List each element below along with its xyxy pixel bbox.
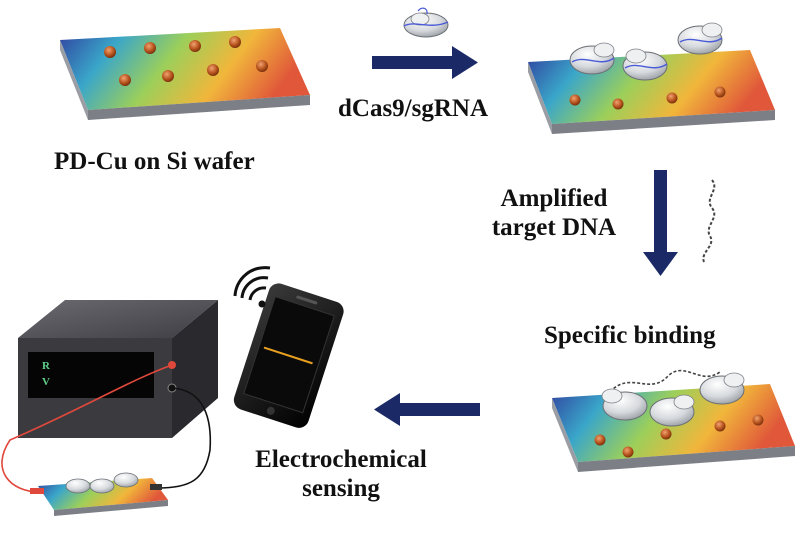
substrate-with-dcas9 bbox=[528, 22, 775, 134]
label-target: Amplified target DNA bbox=[484, 185, 624, 243]
substrate-bare bbox=[60, 28, 310, 120]
arrow-right bbox=[372, 46, 478, 79]
meter-display bbox=[28, 352, 154, 398]
label-target-line1: Amplified bbox=[500, 185, 608, 212]
sensor-chip bbox=[30, 472, 168, 516]
arrow-left bbox=[374, 393, 480, 426]
dna-strand-icon bbox=[702, 179, 716, 263]
label-sensing-line2: sensing bbox=[302, 474, 380, 502]
label-target-line2: target DNA bbox=[491, 213, 617, 241]
multimeter-icon bbox=[18, 300, 218, 438]
dcas9-bound bbox=[569, 22, 723, 81]
label-substrate: PD-Cu on Si wafer bbox=[54, 148, 255, 175]
label-sensing-line1: Electrochemical bbox=[255, 446, 427, 473]
dcas9-protein-icon bbox=[403, 7, 449, 38]
meter-readout-v: V bbox=[42, 376, 50, 388]
label-probe: dCas9/sgRNA bbox=[338, 95, 489, 122]
pd-cu-particles bbox=[104, 36, 268, 86]
substrate-target-bound bbox=[552, 369, 795, 472]
smartphone-icon bbox=[233, 283, 344, 428]
label-binding: Specific binding bbox=[544, 322, 716, 349]
meter-readout-r: R bbox=[42, 360, 50, 372]
wires bbox=[1, 364, 212, 493]
wifi-icon bbox=[233, 266, 271, 308]
arrow-down bbox=[643, 170, 678, 276]
label-sensing: Electrochemical sensing bbox=[226, 446, 456, 504]
